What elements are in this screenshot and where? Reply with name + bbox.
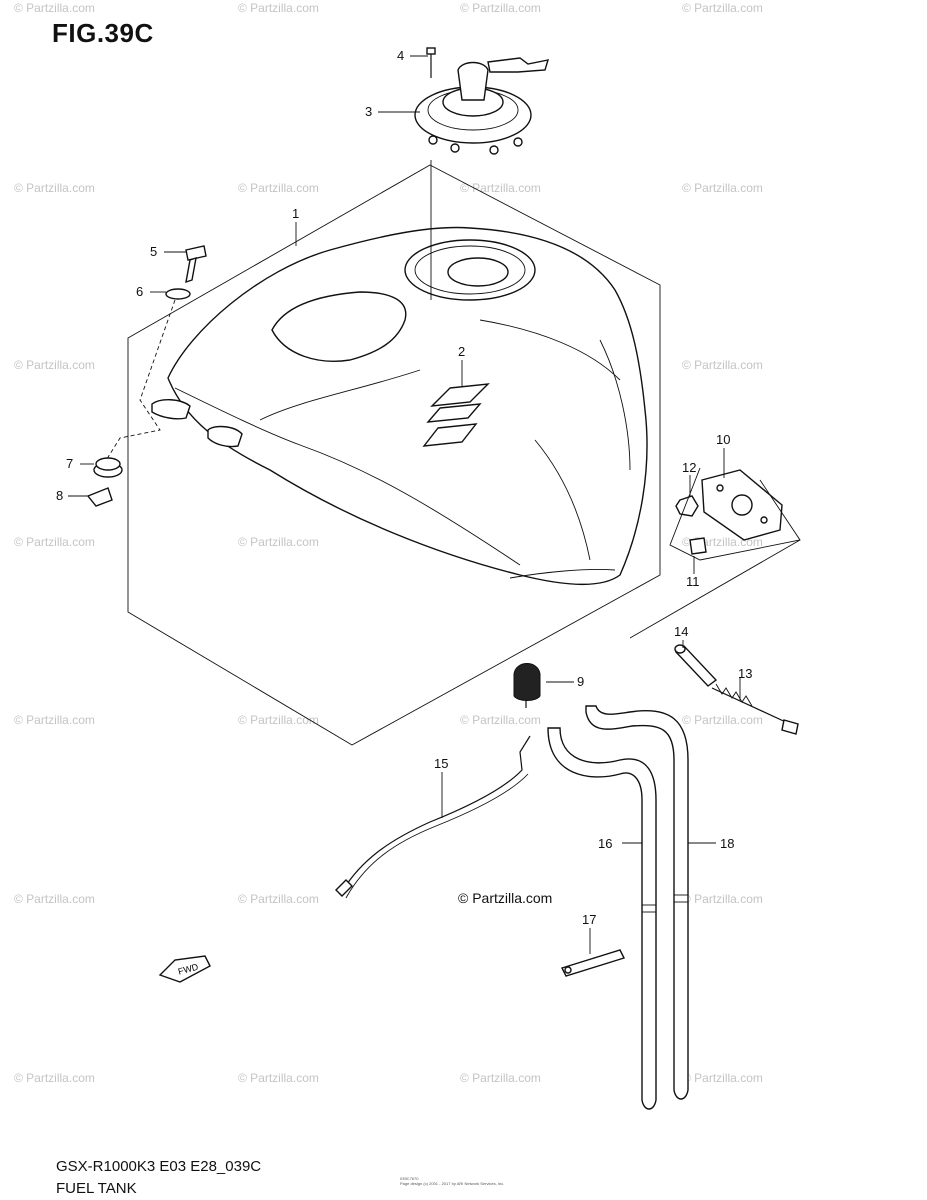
watermark: © Partzilla.com [14, 181, 95, 195]
watermark: © Partzilla.com [14, 358, 95, 372]
callout-8: 8 [56, 488, 63, 503]
watermark: © Partzilla.com [14, 1071, 95, 1085]
callout-14: 14 [674, 624, 688, 639]
mounting-bolt [185, 245, 207, 284]
watermark: © Partzilla.com [682, 181, 763, 195]
callout-3: 3 [365, 104, 372, 119]
bracket-boundary [669, 467, 801, 561]
fuel-tank [151, 226, 648, 586]
copyright-notice: © Partzilla.com [458, 890, 553, 906]
callout-4: 4 [397, 48, 404, 63]
callout-6: 6 [136, 284, 143, 299]
fineprint-code: 039C7670 [400, 1176, 419, 1181]
tank-bracket [701, 469, 783, 541]
fineprint-credit: Page design (c) 2001 - 2017 by ARI Netwo… [400, 1181, 505, 1186]
callout-15: 15 [434, 756, 448, 771]
watermark: © Partzilla.com [238, 1071, 319, 1085]
callout-11: 11 [686, 574, 700, 589]
watermark: © Partzilla.com [238, 181, 319, 195]
assembly-name: FUEL TANK [56, 1180, 137, 1197]
watermark: © Partzilla.com [238, 1, 319, 15]
callout-1: 1 [292, 206, 299, 221]
cap-screw [426, 47, 436, 78]
callout-17: 17 [582, 912, 596, 927]
tank-emblem [422, 383, 490, 447]
rod-spring-bolt [711, 683, 799, 735]
mounting-collar [86, 487, 113, 507]
callout-16: 16 [598, 836, 612, 851]
drain-cap [513, 663, 541, 708]
hose-clamp [561, 949, 625, 977]
overflow-hose-18 [585, 705, 689, 1100]
watermark: © Partzilla.com [14, 892, 95, 906]
watermark: © Partzilla.com [14, 713, 95, 727]
fuel-cap [414, 57, 550, 155]
watermark: © Partzilla.com [682, 358, 763, 372]
watermark: © Partzilla.com [238, 535, 319, 549]
callout-10: 10 [716, 432, 730, 447]
watermark: © Partzilla.com [682, 1, 763, 15]
callout-18: 18 [720, 836, 734, 851]
watermark: © Partzilla.com [14, 535, 95, 549]
assembly-boundary [127, 164, 661, 746]
callout-labels: 1 2 3 4 5 6 7 8 9 10 11 12 13 14 15 16 1… [56, 48, 752, 927]
fineprint: 039C7670 Page design (c) 2001 - 2017 by … [400, 1176, 560, 1186]
watermark: © Partzilla.com [460, 181, 541, 195]
mounting-washer [165, 288, 191, 300]
callout-5: 5 [150, 244, 157, 259]
watermark: © Partzilla.com [682, 1071, 763, 1085]
watermark: © Partzilla.com [460, 1071, 541, 1085]
callout-12: 12 [682, 460, 696, 475]
watermark-grid: © Partzilla.com © Partzilla.com © Partzi… [14, 1, 763, 1085]
watermark: © Partzilla.com [460, 1, 541, 15]
watermark: © Partzilla.com [460, 713, 541, 727]
watermark: © Partzilla.com [238, 892, 319, 906]
watermark: © Partzilla.com [682, 892, 763, 906]
figure-title: FIG.39C [52, 18, 154, 48]
tank-rod [674, 644, 718, 687]
callout-7: 7 [66, 456, 73, 471]
rod-frame-line [629, 539, 801, 639]
bracket-nut [675, 495, 699, 517]
release-cable [335, 735, 531, 899]
forward-arrow-icon: FWD [158, 955, 211, 983]
watermark: © Partzilla.com [14, 1, 95, 15]
bracket-bolt [689, 537, 707, 555]
leader-lines [68, 55, 741, 954]
callout-9: 9 [577, 674, 584, 689]
watermark: © Partzilla.com [682, 713, 763, 727]
rubber-cushion [93, 457, 123, 478]
model-code: GSX-R1000K3 E03 E28_039C [56, 1158, 262, 1175]
callout-2: 2 [458, 344, 465, 359]
watermark: © Partzilla.com [238, 713, 319, 727]
callout-13: 13 [738, 666, 752, 681]
assembly-bracket-dashed [99, 299, 176, 471]
breather-hose-16 [547, 727, 657, 1110]
